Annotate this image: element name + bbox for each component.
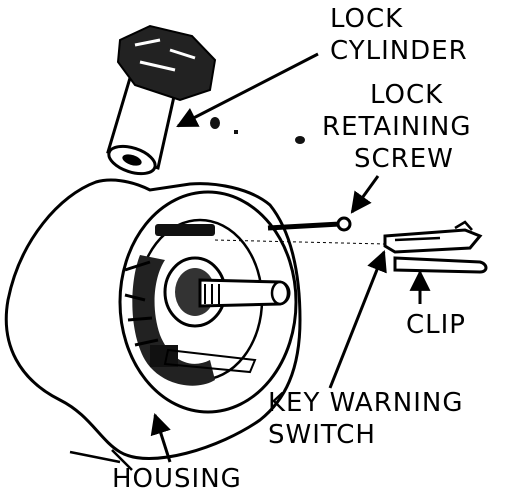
lock-cylinder-label-line2: CYLINDER bbox=[330, 36, 468, 66]
small-part-2 bbox=[295, 136, 305, 144]
clip-body bbox=[393, 256, 488, 274]
key-warning-label-line1: KEY WARNING bbox=[268, 388, 464, 418]
mechanism-block bbox=[150, 345, 178, 367]
retaining-screw-label-line3: SCREW bbox=[354, 144, 454, 174]
lock-cylinder-label-line1: LOCK bbox=[330, 4, 404, 34]
lock-cylinder-highlights bbox=[134, 38, 196, 72]
clip-label: CLIP bbox=[406, 310, 466, 340]
assembly-line bbox=[214, 239, 386, 245]
switch-body bbox=[383, 228, 483, 254]
lock-cylinder bbox=[106, 24, 217, 176]
lock-retaining-screw bbox=[267, 216, 352, 232]
lock-cylinder-leader bbox=[176, 52, 319, 128]
key-warning-leader bbox=[328, 250, 387, 389]
lock-cylinder-keyway bbox=[122, 154, 142, 166]
retaining-screw-label-line1: LOCK bbox=[370, 80, 444, 110]
screw-head bbox=[336, 216, 352, 232]
retaining-screw-leader bbox=[350, 175, 380, 214]
switch-detail bbox=[394, 220, 473, 242]
shaft-end bbox=[270, 280, 290, 306]
housing-base-lines bbox=[69, 449, 133, 471]
mechanism-plate bbox=[163, 348, 257, 374]
small-part-3 bbox=[234, 130, 238, 134]
mechanism-tab bbox=[155, 224, 215, 236]
key-warning-label-line2: SWITCH bbox=[268, 420, 376, 450]
clip-part bbox=[393, 256, 488, 274]
housing-leader bbox=[150, 412, 172, 463]
key-warning-switch bbox=[383, 220, 483, 254]
screw-shank bbox=[267, 221, 341, 231]
shaft-splines bbox=[204, 284, 220, 304]
housing-label: HOUSING bbox=[112, 464, 242, 494]
mechanism-detail bbox=[124, 260, 173, 367]
retaining-screw-label-line2: RETAINING bbox=[322, 112, 472, 142]
small-part-1 bbox=[210, 117, 220, 129]
